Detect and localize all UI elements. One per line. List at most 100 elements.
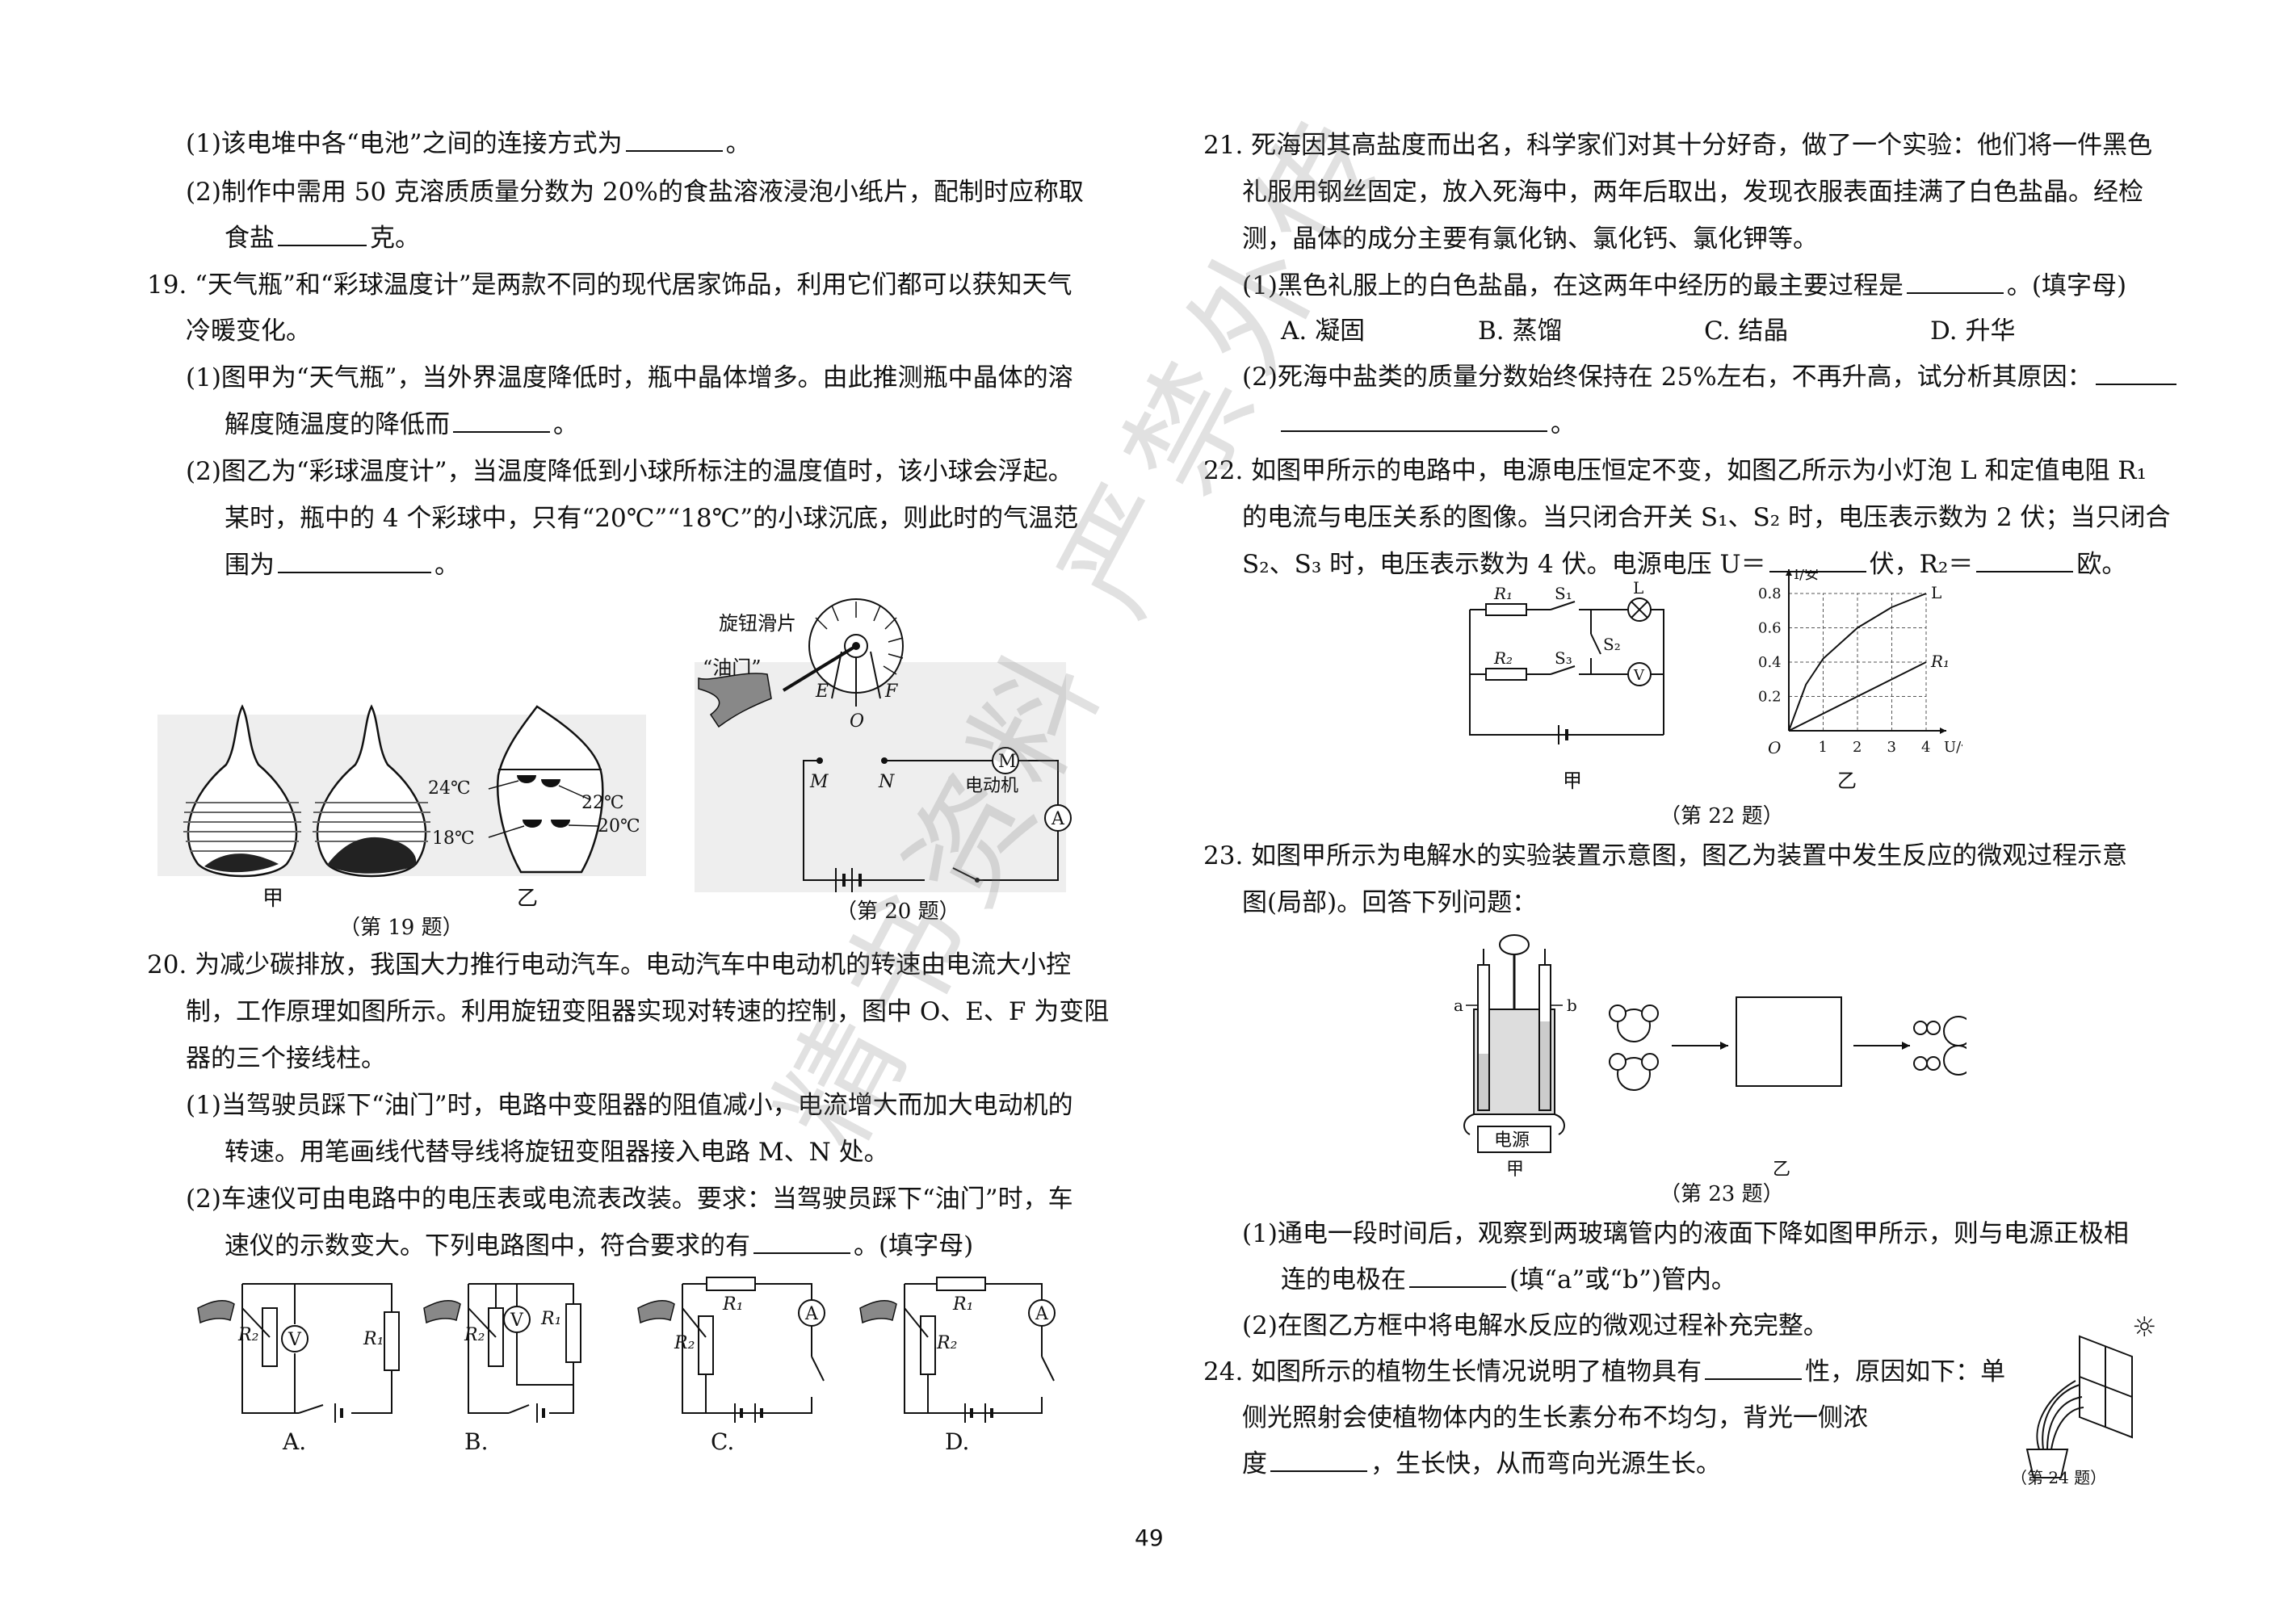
answer-blank[interactable] <box>1906 270 2004 294</box>
q20-figure: 旋钮滑片 “油门” E O F M N M 电动机 A （第 20 题） <box>695 598 1072 924</box>
label-r1: R₁ <box>1493 584 1513 603</box>
q19-figure: 24℃ 22℃ 18℃ 20℃ 甲 乙 （第 19 题） <box>157 704 646 937</box>
q19-part2-cont: 某时，瓶中的 4 个彩球中，只有“20℃”“18℃”的小球沉底，则此时的气温范 <box>225 504 1079 533</box>
voltmeter-symbol: V <box>288 1330 302 1350</box>
x-tick-label: 4 <box>1921 739 1930 756</box>
motor-symbol: M <box>998 752 1017 772</box>
q21-opt-b[interactable]: B. 蒸馏 <box>1478 317 1563 346</box>
answer-blank[interactable] <box>625 128 723 152</box>
answer-blank[interactable] <box>1409 1264 1506 1288</box>
label-l: L <box>1633 581 1643 598</box>
y-tick-label: 0.8 <box>1758 585 1782 602</box>
plant-icon <box>2036 1380 2084 1450</box>
answer-blank[interactable] <box>1281 408 1547 432</box>
option-a-circuit[interactable]: V R₂ R₁ A. <box>197 1283 400 1453</box>
label-18c: 18℃ <box>432 828 475 849</box>
q22-circuit: R₁ S₁ L R₂ S₃ V S₂ 甲 <box>1469 581 1664 792</box>
q24-figure: ☼ （第 24 题） <box>2011 1311 2156 1487</box>
q19-stem-cont: 冷暖变化。 <box>186 317 311 346</box>
answer-blank[interactable] <box>278 222 367 246</box>
q19-stem: 19. “天气瓶”和“彩球温度计”是两款不同的现代居家饰品，利用它们都可以获知天… <box>147 270 1072 300</box>
y-tick-label: 0.6 <box>1758 620 1782 637</box>
q23-figure: a b 电源 甲 乙 <box>1454 934 1967 1180</box>
option-a-label: A. <box>282 1428 306 1453</box>
q22-stem-cont2: S₂、S₃ 时，电压表示数为 4 伏。电源电压 U＝伏，R₂＝欧。 <box>1242 548 2127 579</box>
y-axis-label: I/安 <box>1794 569 1819 583</box>
label-20c: 20℃ <box>598 816 640 837</box>
terminal-e: E <box>815 681 829 702</box>
motor-label: 电动机 <box>965 776 1018 796</box>
label-24c: 24℃ <box>428 778 471 799</box>
answer-blank[interactable] <box>1270 1448 1367 1472</box>
series-label-1: R₁ <box>1930 652 1950 671</box>
ammeter-symbol: A <box>804 1304 819 1324</box>
x-axis-label: U/伏 <box>1944 739 1962 756</box>
q21-part1: (1)黑色礼服上的白色盐晶，在这两年中经历的最主要过程是。(填字母) <box>1242 270 2127 300</box>
answer-box[interactable] <box>1736 996 1842 1087</box>
q22-stem: 22. 如图甲所示的电路中，电源电压恒定不变，如图乙所示为小灯泡 L 和定值电阻… <box>1203 456 2147 485</box>
voltmeter-symbol: V <box>510 1311 524 1331</box>
q23-part1-cont: 连的电极在(填“a”或“b”)管内。 <box>1281 1264 1736 1294</box>
q20-options: V R₂ R₁ A. V R₂ R₁ B. A <box>197 1277 1056 1453</box>
option-c-label: C. <box>711 1428 734 1453</box>
page-number: 49 <box>1135 1524 1164 1551</box>
label-r2: R₂ <box>674 1333 695 1353</box>
option-c-circuit[interactable]: A R₂ R₁ C. <box>637 1277 825 1453</box>
q24-stem-cont2: 度，生长快，从而弯向光源生长。 <box>1242 1448 1721 1478</box>
q21-opt-a[interactable]: A. 凝固 <box>1281 317 1366 346</box>
q21-stem-cont2: 测，晶体的成分主要有氯化钠、氯化钙、氯化钾等。 <box>1242 224 1818 254</box>
q23-caption: （第 23 题） <box>1660 1182 1784 1206</box>
voltmeter-symbol: V <box>1633 667 1645 684</box>
q20-part2: (2)车速仪可由电路中的电压表或电流表改装。要求：当驾驶员踩下“油门”时，车 <box>186 1185 1073 1214</box>
answer-blank[interactable] <box>1769 548 1866 572</box>
q21-opt-d[interactable]: D. 升华 <box>1930 317 2016 346</box>
q18-part2-cont: 食盐克。 <box>225 222 420 253</box>
answer-blank[interactable] <box>2095 361 2176 385</box>
option-d-label: D. <box>945 1428 969 1453</box>
x-tick-label: 1 <box>1819 739 1828 756</box>
label-r2: R₂ <box>464 1325 485 1345</box>
answer-blank[interactable] <box>1976 548 2074 572</box>
option-b-label: B. <box>464 1428 488 1453</box>
switch-icon <box>952 867 978 881</box>
answer-blank[interactable] <box>753 1230 850 1254</box>
q23-part2: (2)在图乙方框中将电解水反应的微观过程补充完整。 <box>1242 1311 1828 1340</box>
q21-opt-c[interactable]: C. 结晶 <box>1704 317 1789 346</box>
power-supply <box>1477 1126 1551 1153</box>
option-d-circuit[interactable]: A R₂ R₁ D. <box>859 1277 1056 1453</box>
q23-stem-cont: 图(局部)。回答下列问题： <box>1242 888 1538 917</box>
label-yi: 乙 <box>1773 1160 1790 1180</box>
q19-part1: (1)图甲为“天气瓶”，当外界温度降低时，瓶中晶体增多。由此推测瓶中晶体的溶 <box>186 363 1073 392</box>
terminal-f: F <box>884 681 898 702</box>
answer-blank[interactable] <box>1705 1356 1803 1380</box>
q20-part1-cont: 转速。用笔画线代替导线将旋钮变阻器接入电路 M、N 处。 <box>225 1138 889 1167</box>
pedal-icon <box>698 673 772 728</box>
q21-part2: (2)死海中盐类的质量分数始终保持在 25%左右，不再升高，试分析其原因： <box>1242 361 2180 393</box>
y-tick-label: 0.4 <box>1758 654 1782 671</box>
q19-part2: (2)图乙为“彩球温度计”，当温度降低到小球所标注的温度值时，该小球会浮起。 <box>186 457 1073 486</box>
label-a: a <box>1454 996 1463 1015</box>
label-s2: S₂ <box>1603 635 1621 654</box>
answer-blank[interactable] <box>453 409 550 433</box>
q20-stem-cont2: 器的三个接线柱。 <box>186 1044 386 1073</box>
answer-blank[interactable] <box>278 549 431 573</box>
chart-grid <box>1789 593 1927 731</box>
q20-caption: （第 20 题） <box>836 900 960 924</box>
product-molecules-icon <box>1913 1016 1967 1076</box>
label-yi: 乙 <box>1837 770 1857 792</box>
option-b-circuit[interactable]: V R₂ R₁ B. <box>423 1283 581 1453</box>
label-r1: R₁ <box>952 1294 973 1315</box>
q22-stem-cont: 的电流与电压关系的图像。当只闭合开关 S₁、S₂ 时，电压表示数为 2 伏；当只… <box>1242 503 2171 532</box>
ammeter-symbol: A <box>1051 809 1065 829</box>
chart-series: LR₁ <box>1788 583 1950 732</box>
q18-part1: (1)该电堆中各“电池”之间的连接方式为。 <box>186 128 751 158</box>
q20-part2-cont: 速仪的示数变大。下列电路图中，符合要求的有。(填字母) <box>225 1230 974 1260</box>
series-line-1 <box>1788 661 1927 732</box>
q21-part2-cont: 。 <box>1281 408 1576 440</box>
label-r1: R₁ <box>363 1329 384 1349</box>
q19-caption: （第 19 题） <box>339 916 464 937</box>
q23-stem: 23. 如图甲所示为电解水的实验装置示意图，图乙为装置中发生反应的微观过程示意 <box>1203 841 2128 870</box>
balls-icon <box>517 775 570 828</box>
power-label: 电源 <box>1494 1130 1530 1151</box>
